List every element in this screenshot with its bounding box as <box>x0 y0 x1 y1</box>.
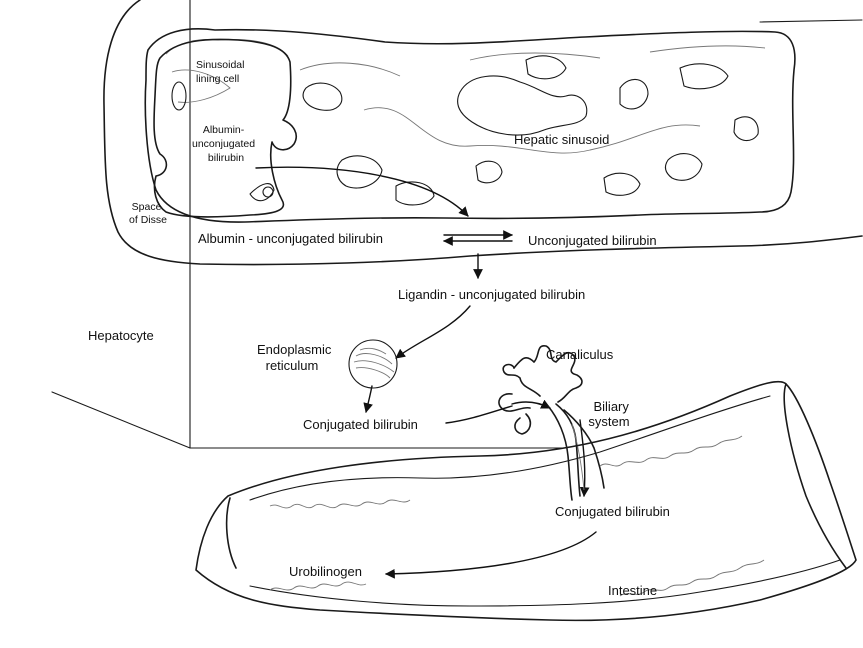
label-conjugated-bilirubin-intestine: Conjugated bilirubin <box>555 504 670 519</box>
label-hepatic-sinusoid: Hepatic sinusoid <box>514 132 609 147</box>
label-canaliculus: Canaliculus <box>546 347 614 362</box>
hepatocyte-block <box>51 0 863 449</box>
sinusoidal-lining-cell <box>153 38 298 218</box>
label-albumin-unconjugated-bilirubin: Albumin - unconjugated bilirubin <box>198 231 383 246</box>
label-urobilinogen: Urobilinogen <box>289 564 362 579</box>
flow-arrows <box>255 166 597 579</box>
label-albumin-unconjugated-small: Albumin- unconjugated bilirubin <box>192 124 258 164</box>
label-hepatocyte: Hepatocyte <box>88 328 154 343</box>
label-unconjugated-bilirubin: Unconjugated bilirubin <box>528 233 657 248</box>
diagram-labels: Sinusoidal lining cell Albumin- unconjug… <box>88 59 670 598</box>
label-sinusoidal-lining-cell: Sinusoidal lining cell <box>196 59 247 85</box>
canaliculus-structure <box>498 345 605 501</box>
label-biliary-system: Biliary system <box>588 399 632 429</box>
label-space-of-disse: Space of Disse <box>129 201 167 226</box>
intestine-body <box>195 380 857 622</box>
label-conjugated-bilirubin-hepatocyte: Conjugated bilirubin <box>303 417 418 432</box>
label-intestine: Intestine <box>608 583 657 598</box>
endoplasmic-reticulum-body <box>348 339 398 389</box>
label-endoplasmic-reticulum: Endoplasmic reticulum <box>257 342 335 373</box>
sinusoid-blobs <box>302 55 759 206</box>
label-ligandin-unconjugated-bilirubin: Ligandin - unconjugated bilirubin <box>398 287 585 302</box>
